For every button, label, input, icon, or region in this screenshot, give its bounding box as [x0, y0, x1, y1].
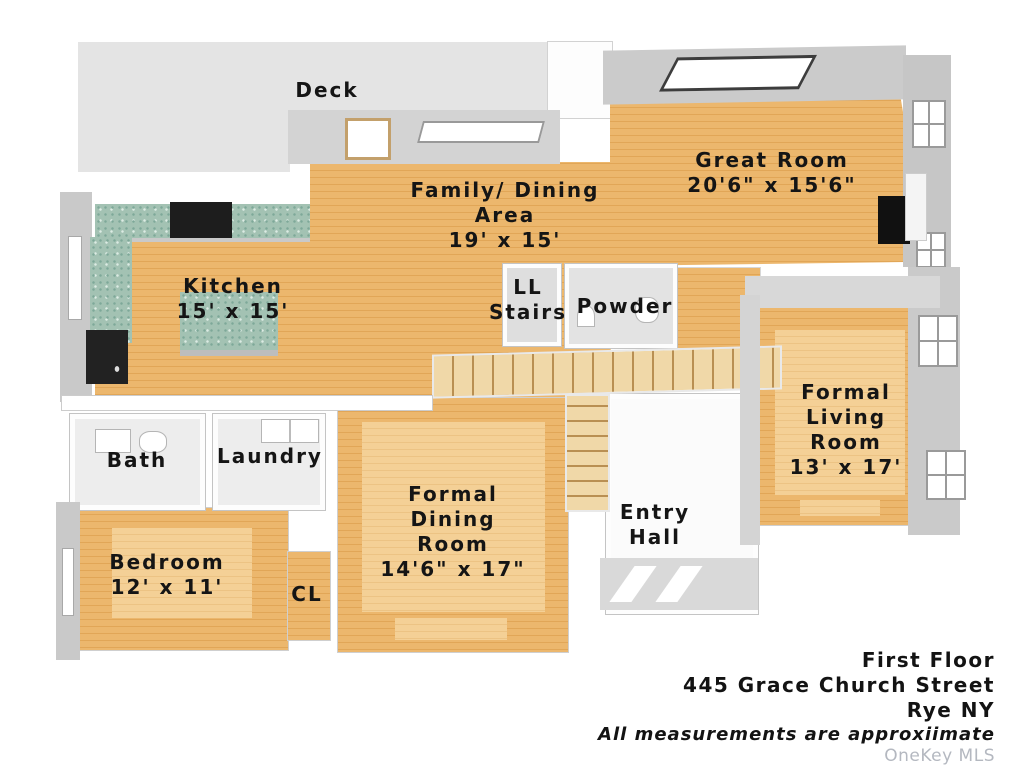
powder-sink [577, 305, 595, 327]
formal-dining-label: Formal Dining Room 14'6" x 17" [380, 482, 526, 581]
staircase-upper-flight [432, 345, 782, 399]
window [68, 236, 82, 320]
window [345, 118, 391, 160]
great-room-label: Great Room 20'6" x 15'6" [687, 148, 857, 197]
fireplace-mantel [905, 173, 927, 241]
bath-label: Bath [106, 448, 168, 472]
ll-stairs-closet-floor [502, 263, 562, 347]
formal-dining-rug [362, 422, 545, 612]
bath-sink [95, 429, 131, 453]
bedroom-rug [112, 528, 252, 618]
city-line: Rye NY [906, 698, 995, 722]
corner-wall [547, 41, 613, 119]
mls-watermark: OneKey MLS [884, 746, 995, 766]
formal-living-top-wall [745, 276, 940, 308]
measurements-disclaimer: All measurements are approxiimate [598, 724, 995, 745]
window [912, 100, 946, 148]
powder-toilet [635, 297, 659, 323]
closet-floor [287, 551, 331, 641]
bedroom-left-wall [56, 502, 80, 660]
family-dining-label: Family/ Dining Area 19' x 15' [410, 178, 600, 252]
formal-living-rug [775, 330, 905, 495]
formal-living-left-wall [740, 295, 760, 545]
formal-living-label: Formal Living Room 13' x 17' [789, 380, 903, 479]
bedroom-label: Bedroom 12' x 11' [109, 550, 225, 599]
great-room-top-wall [603, 45, 906, 105]
toilet [139, 431, 167, 453]
fireplace [878, 196, 910, 244]
cooktop-appliance [170, 202, 232, 238]
front-door-porch [600, 558, 758, 610]
formal-living-right-wall [908, 267, 966, 535]
ll-stairs-label: LL Stairs [488, 275, 568, 324]
laundry-label: Laundry [217, 444, 323, 468]
floor-title: First Floor [861, 648, 995, 672]
kitchen-bottom-wall [61, 395, 433, 411]
window [926, 450, 966, 500]
formal-living-threshold [800, 500, 880, 516]
kitchen-island [180, 292, 278, 356]
address-line: 445 Grace Church Street [683, 673, 995, 697]
washer-dryer [261, 419, 319, 443]
stove [86, 330, 128, 384]
staircase-lower-flight [565, 394, 610, 512]
skylight [658, 54, 818, 92]
door-sidelight [609, 566, 657, 602]
bath-floor [69, 413, 206, 511]
plan-footer: First Floor 445 Grace Church Street Rye … [598, 648, 995, 767]
window [918, 315, 958, 367]
entry-hall-label: Entry Hall [619, 500, 691, 549]
formal-dining-threshold [395, 618, 507, 640]
family-dining-top-wall [288, 110, 560, 164]
skylight [417, 121, 545, 143]
door-sidelight [655, 566, 703, 602]
window [62, 548, 74, 616]
powder-label: Powder [576, 294, 674, 318]
kitchen-label: Kitchen 15' x 15' [176, 274, 290, 323]
closet-label: CL [291, 582, 323, 606]
deck-label: Deck [295, 78, 359, 102]
kitchen-counter-left [90, 237, 132, 343]
